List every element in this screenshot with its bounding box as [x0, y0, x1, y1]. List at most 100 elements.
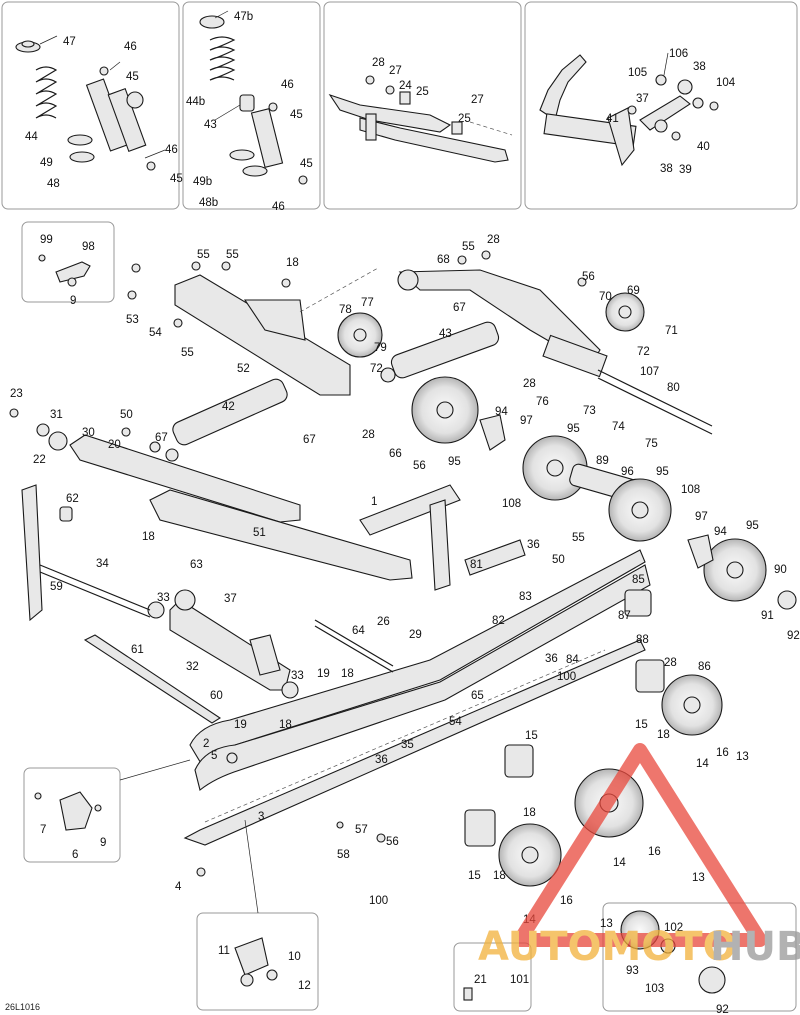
callout-label: 15	[635, 719, 648, 731]
callout-label: 77	[361, 297, 374, 309]
callout-label: 30	[82, 427, 95, 439]
callout-label: 16	[716, 747, 729, 759]
callout-label: 87	[618, 610, 631, 622]
callout-label: 28	[362, 429, 375, 441]
callout-label: 66	[389, 448, 402, 460]
callout-label: 32	[186, 661, 199, 673]
callout-label: 73	[583, 405, 596, 417]
callout-label: 100	[557, 671, 576, 683]
callout-label: 47	[63, 36, 76, 48]
callout-label: 28	[487, 234, 500, 246]
callout-label: 15	[468, 870, 481, 882]
callout-label: 42	[222, 401, 235, 413]
callout-label: 3	[258, 811, 264, 823]
callout-label: 60	[210, 690, 223, 702]
callout-label: 27	[471, 94, 484, 106]
callout-label: 108	[681, 484, 700, 496]
callout-label: 94	[714, 526, 727, 538]
callout-label: 96	[621, 466, 634, 478]
watermark: AUTOMOTO HUB	[478, 743, 800, 970]
callout-label: 101	[510, 974, 529, 986]
callout-label: 50	[120, 409, 133, 421]
callout-label: 89	[596, 455, 609, 467]
callout-label: 80	[667, 382, 680, 394]
callout-label: 41	[606, 113, 619, 125]
callout-label: 46	[272, 201, 285, 213]
callout-label: 106	[669, 48, 688, 60]
callout-label: 105	[628, 67, 647, 79]
callout-label: 55	[181, 347, 194, 359]
callout-label: 36	[375, 754, 388, 766]
callout-label: 75	[645, 438, 658, 450]
callout-label: 55	[462, 241, 475, 253]
callout-label: 13	[736, 751, 749, 763]
callout-label: 49b	[193, 176, 212, 188]
callout-label: 65	[471, 690, 484, 702]
callout-label: 71	[665, 325, 678, 337]
callout-label: 36	[527, 539, 540, 551]
callout-label: 83	[519, 591, 532, 603]
callout-label: 58	[337, 849, 350, 861]
callout-label: 82	[492, 615, 505, 627]
callout-label: 51	[253, 527, 266, 539]
callout-label: 9	[70, 295, 76, 307]
callout-label: 31	[50, 409, 63, 421]
callout-label: 78	[339, 304, 352, 316]
callout-label: 52	[237, 363, 250, 375]
inset-panel-grease-fitting	[453, 942, 532, 1012]
callout-label: 48	[47, 178, 60, 190]
callout-label: 95	[656, 466, 669, 478]
callout-label: 55	[572, 532, 585, 544]
callout-label: 45	[170, 173, 183, 185]
callout-label: 38	[660, 163, 673, 175]
callout-label: 59	[50, 581, 63, 593]
main-assembly	[9, 250, 797, 1001]
callout-label: 27	[389, 65, 402, 77]
callout-label: 24	[399, 80, 412, 92]
callout-label: 92	[787, 630, 800, 642]
callout-label: 5	[211, 750, 217, 762]
callout-label: 46	[124, 41, 137, 53]
front-shock-assembly	[15, 35, 166, 171]
callout-label: 12	[298, 980, 311, 992]
callout-label: 21	[474, 974, 487, 986]
callout-label: 14	[696, 758, 709, 770]
callout-label: 35	[401, 739, 414, 751]
callout-label: 54	[449, 716, 462, 728]
watermark-text-part2: HUB	[710, 924, 800, 970]
callout-label: 18	[341, 668, 354, 680]
inset-panel-link-arm	[524, 1, 798, 210]
callout-label: 20	[108, 439, 121, 451]
callout-label: 15	[525, 730, 538, 742]
callout-label: 4	[175, 881, 182, 893]
callout-label: 85	[632, 574, 645, 586]
callout-label: 33	[291, 670, 304, 682]
callout-label: 25	[416, 86, 429, 98]
callout-label: 56	[386, 836, 399, 848]
callout-label: 95	[448, 456, 461, 468]
stopper-arm-assembly	[328, 75, 513, 163]
callout-label: 44	[25, 131, 38, 143]
callout-label: 37	[636, 93, 649, 105]
callout-label: 94	[495, 406, 508, 418]
callout-label: 91	[761, 610, 774, 622]
callout-label: 54	[149, 327, 162, 339]
callout-label: 93	[626, 965, 639, 977]
callout-label: 74	[612, 421, 625, 433]
callout-label: 69	[627, 285, 640, 297]
callout-label: 47b	[234, 11, 253, 23]
callout-label: 55	[226, 249, 239, 261]
callout-label: 92	[716, 1004, 729, 1015]
callout-label: 84	[566, 654, 579, 666]
callout-label: 19	[317, 668, 330, 680]
watermark-triangle-icon	[513, 743, 767, 947]
callout-label: 2	[203, 738, 209, 750]
callout-label: 34	[96, 558, 109, 570]
callout-label: 99	[40, 234, 53, 246]
callout-label: 10	[288, 951, 301, 963]
rear-shock-assembly	[199, 10, 308, 185]
callout-label: 108	[502, 498, 521, 510]
callout-label: 86	[698, 661, 711, 673]
